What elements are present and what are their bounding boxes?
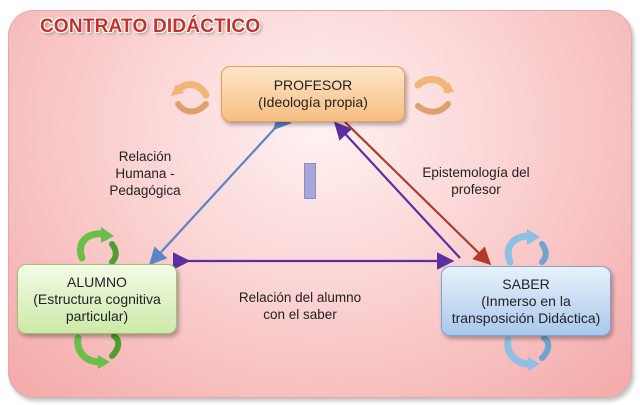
node-saber-subtitle-1: (Inmerso en la xyxy=(481,292,571,309)
cycle-arrow-icon xyxy=(504,229,549,266)
cycle-arrow-icon xyxy=(414,75,454,115)
node-profesor: PROFESOR (Ideología propia) xyxy=(221,66,405,122)
node-profesor-subtitle: (Ideología propia) xyxy=(258,94,368,110)
node-alumno: ALUMNO (Estructura cognitiva particular) xyxy=(17,264,177,334)
node-alumno-subtitle-2: particular) xyxy=(65,307,129,324)
cycle-arrow-icon xyxy=(171,81,210,115)
label-relacion-humana: Relación Humana - Pedagógica xyxy=(109,149,181,198)
node-saber-subtitle-2: transposición Didáctica) xyxy=(451,309,601,326)
arrow-saber-profesor xyxy=(334,121,461,259)
node-alumno-title: ALUMNO xyxy=(67,273,127,290)
cycle-arrow-icon xyxy=(77,227,119,265)
node-profesor-title: PROFESOR xyxy=(273,77,353,93)
node-alumno-subtitle-1: (Estructura cognitiva xyxy=(33,290,161,307)
diagram-title: CONTRATO DIDÁCTICO xyxy=(40,16,261,37)
node-saber: SABER (Inmerso en la transposición Didác… xyxy=(441,266,611,336)
cycle-arrow-icon xyxy=(74,333,122,369)
center-marker xyxy=(304,163,316,199)
node-saber-title: SABER xyxy=(502,275,550,292)
label-relacion-alumno-saber: Relación del alumno con el saber xyxy=(238,290,362,322)
arrow-profesor-alumno xyxy=(149,111,292,266)
label-epistemologia: Epistemología del profesor xyxy=(422,165,530,197)
cycle-arrow-icon xyxy=(504,335,552,371)
arrow-profesor-saber xyxy=(344,121,492,266)
